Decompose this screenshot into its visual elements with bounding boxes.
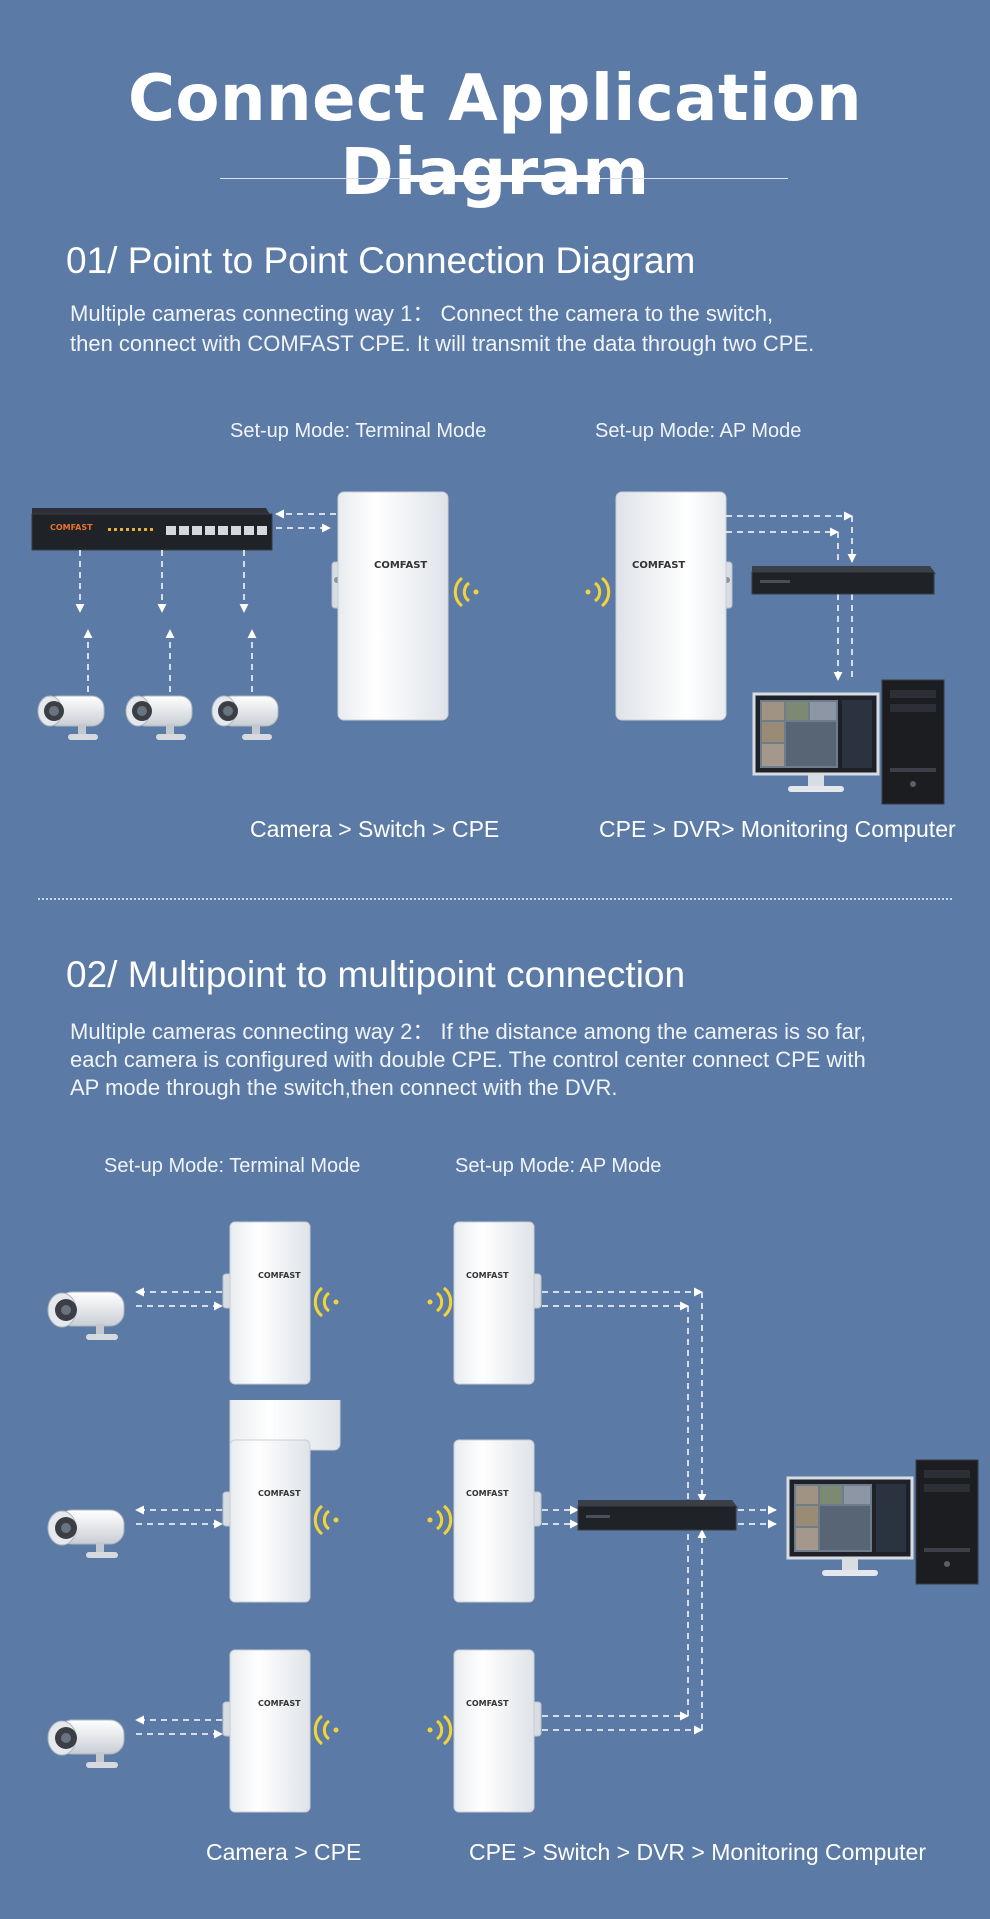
cpe-logo: COMFAST (466, 1489, 509, 1498)
cctv-camera-icon (47, 1719, 125, 1769)
wifi-signal-icon (426, 1286, 453, 1318)
dvr-icon (751, 566, 936, 595)
page-title: Connect Application Diagram (128, 62, 862, 210)
section2-flow-left: Camera > CPE (206, 1839, 362, 1865)
section1-desc-line1: Multiple cameras connecting way 1： Conne… (70, 301, 774, 326)
section2-mode-ap: Set-up Mode: AP Mode (455, 1155, 662, 1177)
row2: COMFAST COMFAST (47, 1439, 542, 1603)
switch-logo: COMFAST (50, 523, 93, 532)
row1: COMFAST COMFAST (47, 1221, 542, 1385)
section1-desc-line2: then connect with COMFAST CPE. It will t… (70, 331, 815, 356)
section2-desc-line1: Multiple cameras connecting way 2： If th… (70, 1019, 867, 1044)
section1-flow-left: Camera > Switch > CPE (250, 816, 500, 842)
network-switch-icon: COMFAST (31, 508, 273, 551)
wifi-signal-icon (313, 1714, 340, 1746)
section2-desc-line2: each camera is configured with double CP… (70, 1047, 866, 1072)
cpe-device-icon (222, 1649, 311, 1813)
wifi-signal-icon (313, 1504, 340, 1536)
monitoring-computer-icon (786, 1459, 979, 1585)
network-switch-icon (577, 1500, 738, 1531)
section2-title: 02/ Multipoint to multipoint connection (66, 954, 686, 995)
cpe-logo: COMFAST (258, 1489, 301, 1498)
cctv-camera-icon (47, 1509, 125, 1559)
row3: COMFAST COMFAST (47, 1649, 542, 1813)
section2-mode-terminal: Set-up Mode: Terminal Mode (104, 1155, 361, 1177)
cpe-logo: COMFAST (466, 1271, 509, 1280)
section2-flow-right: CPE > Switch > DVR > Monitoring Computer (469, 1839, 926, 1865)
cpe-device-icon (453, 1439, 542, 1603)
cpe-logo: COMFAST (374, 560, 427, 571)
wifi-signal-icon (426, 1504, 453, 1536)
cpe-logo: COMFAST (632, 560, 685, 571)
title-underline-accent (410, 175, 600, 182)
section1-flow-right: CPE > DVR> Monitoring Computer (599, 816, 956, 842)
section1-title: 01/ Point to Point Connection Diagram (66, 240, 696, 281)
cpe-logo: COMFAST (258, 1699, 301, 1708)
cpe-device-icon (453, 1649, 542, 1813)
cpe-device-icon (222, 1439, 311, 1603)
cpe-logo: COMFAST (258, 1271, 301, 1280)
section-divider (38, 898, 952, 900)
wifi-signal-icon (426, 1714, 453, 1746)
section2-desc-line3: AP mode through the switch,then connect … (70, 1075, 618, 1100)
cpe-logo: COMFAST (466, 1699, 509, 1708)
cpe-device-icon (453, 1221, 542, 1385)
cpe-device-icon (222, 1221, 311, 1385)
section1-mode-terminal: Set-up Mode: Terminal Mode (230, 420, 487, 442)
section1-mode-ap: Set-up Mode: AP Mode (595, 420, 802, 442)
